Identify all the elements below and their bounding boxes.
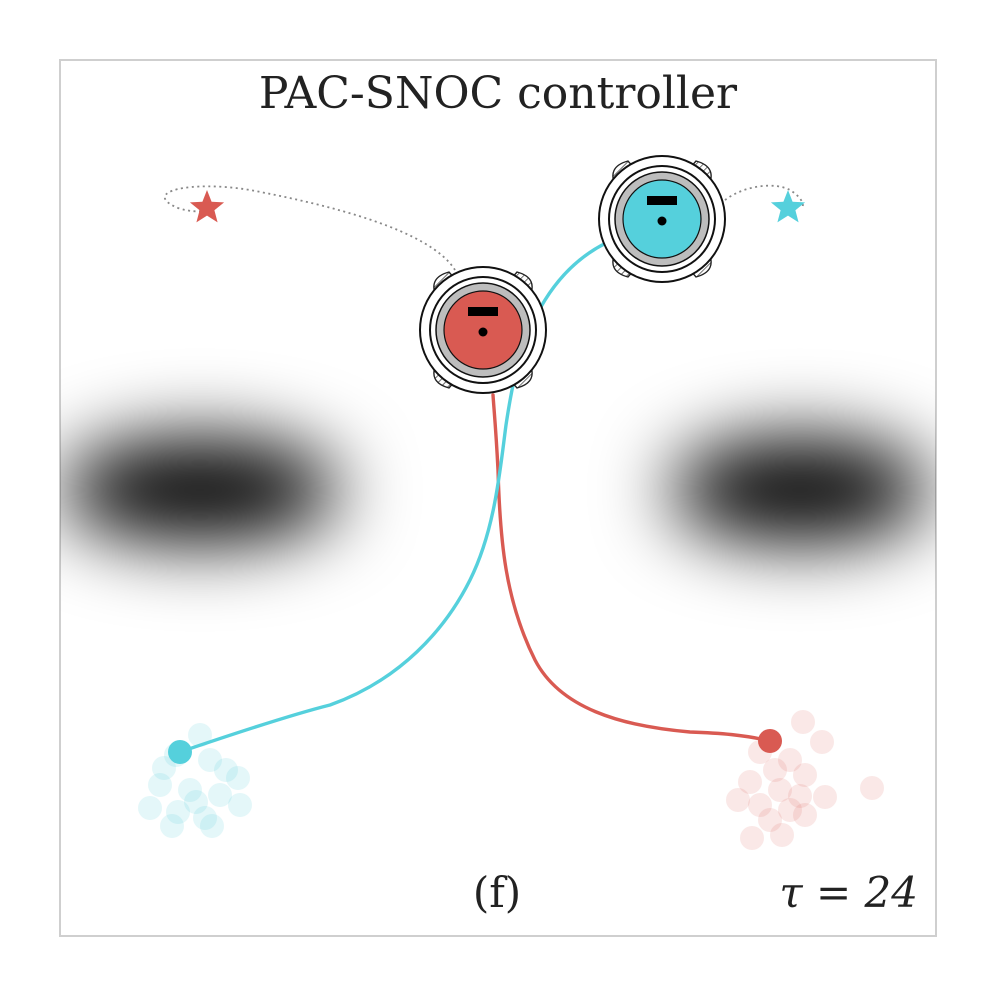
obstacle-left [60,438,340,542]
sample [768,778,792,802]
sample [193,806,217,830]
sample [160,814,184,838]
sample [763,758,787,782]
trajectory-cyan [178,241,608,754]
plot-title: PAC-SNOC controller [259,68,738,119]
initial-samples-cyan [138,723,252,838]
obstacle-field [60,438,930,542]
sample [810,730,834,754]
sample [778,798,802,822]
sample [813,785,837,809]
robot-icon-red [419,266,547,394]
sample [758,808,782,832]
initial-samples-red [726,710,884,850]
sample [726,788,750,812]
sample [738,770,762,794]
start-dot-icon-cyan [168,740,192,764]
sample [148,773,172,797]
sample [228,793,252,817]
sample [740,826,764,850]
sample [860,776,884,800]
sample [214,758,238,782]
sample [184,790,208,814]
sample [793,803,817,827]
goal-star-icon-red [189,190,225,223]
sample [198,748,222,772]
sample [778,748,802,772]
sample [770,823,794,847]
sample [748,793,772,817]
sample [138,796,162,820]
start-dot-icon-red [758,729,782,753]
trajectory-red [491,393,772,743]
sample [793,763,817,787]
robot-icon-cyan [598,155,726,283]
sample [200,814,224,838]
sample [166,800,190,824]
sample [226,766,250,790]
goal-star-icon-cyan [770,190,806,223]
panel-label: (f) [473,868,521,917]
obstacle-right [670,438,930,542]
sample [152,756,176,780]
tau-label: τ = 24 [779,868,918,917]
sample [188,723,212,747]
sample [788,784,812,808]
sample [208,783,232,807]
sample [178,778,202,802]
sample [791,710,815,734]
